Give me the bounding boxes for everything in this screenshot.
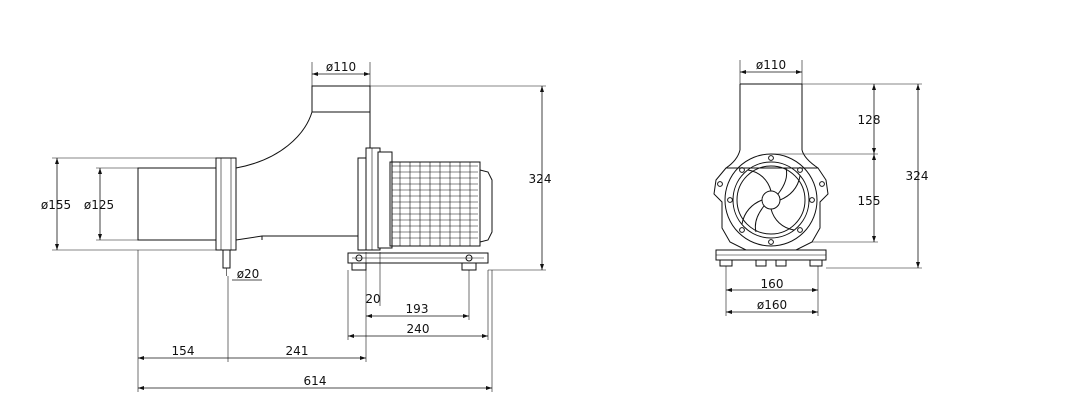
front-view: ø110 128 155 324 160 ø160 bbox=[713, 58, 929, 316]
dim-side-drain-to-motor: 241 bbox=[286, 344, 309, 358]
dim-side-base-offset: 20 bbox=[365, 292, 380, 306]
dim-front-foot-width: 160 bbox=[761, 277, 784, 291]
front-bolts bbox=[717, 155, 825, 245]
dim-front-outlet-diameter: ø110 bbox=[756, 58, 786, 72]
dim-side-flange-diameter: ø155 bbox=[41, 198, 71, 212]
front-view-outline bbox=[713, 83, 829, 267]
impeller bbox=[741, 167, 801, 233]
front-view-dimension-lines bbox=[725, 60, 922, 316]
front-view-dimension-arrows bbox=[726, 70, 920, 314]
motor-fins bbox=[392, 162, 478, 246]
dim-side-drain-diameter: ø20 bbox=[237, 267, 260, 281]
dim-side-overall-length: 614 bbox=[304, 374, 327, 388]
side-view-dimension-lines bbox=[52, 62, 546, 392]
dim-side-foot-spacing: 193 bbox=[406, 302, 429, 316]
dim-front-flange-height: 155 bbox=[858, 194, 881, 208]
dim-front-upper-height: 128 bbox=[858, 113, 881, 127]
dim-side-height: 324 bbox=[529, 172, 552, 186]
dim-front-base-diameter: ø160 bbox=[757, 298, 787, 312]
side-view: ø110 ø155 ø125 ø20 324 20 193 240 154 24… bbox=[41, 60, 552, 392]
dim-side-outlet-diameter: ø110 bbox=[326, 60, 356, 74]
dim-side-inlet-diameter: ø125 bbox=[84, 198, 114, 212]
dim-side-inlet-to-drain: 154 bbox=[172, 344, 195, 358]
dim-side-base-length: 240 bbox=[407, 322, 430, 336]
side-view-dimension-arrows bbox=[55, 72, 544, 390]
side-view-outline bbox=[137, 85, 493, 276]
dim-front-height: 324 bbox=[906, 169, 929, 183]
